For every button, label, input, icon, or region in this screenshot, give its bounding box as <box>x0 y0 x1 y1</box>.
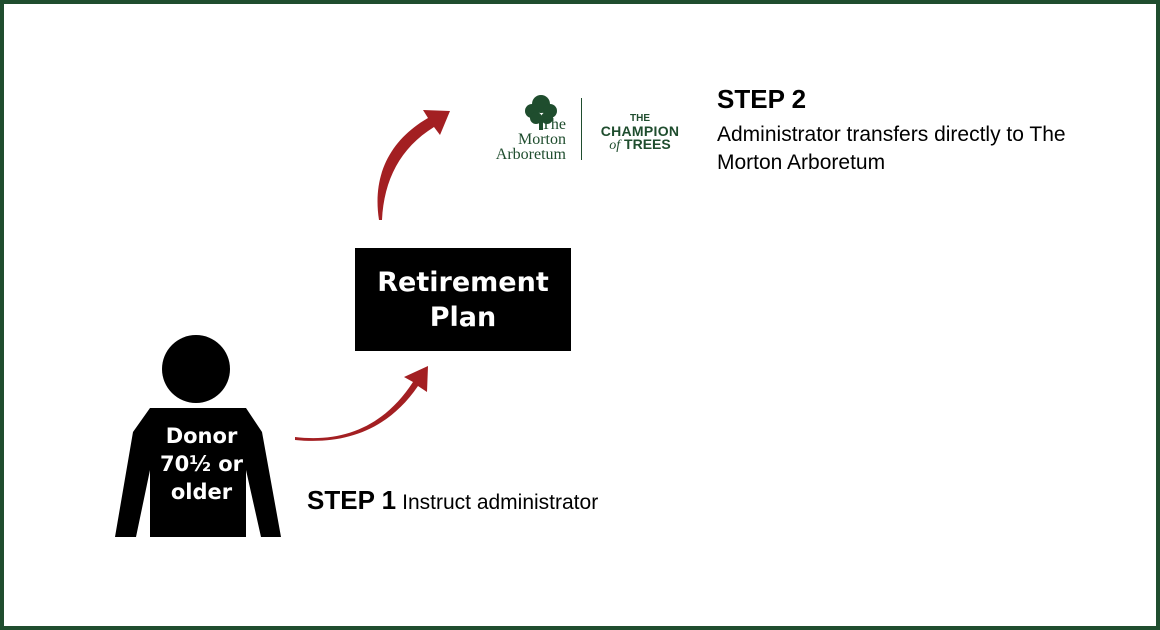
donor-figure <box>115 335 281 537</box>
step2-description: Administrator transfers directly to The … <box>717 123 1066 174</box>
logo-name-line: Morton <box>518 131 566 148</box>
plan-label-line: Retirement <box>377 266 549 298</box>
step1-title: STEP 1 <box>307 485 397 515</box>
step2-title: STEP 2 <box>717 84 807 114</box>
donor-label-line: 70½ or <box>159 452 244 476</box>
logo-name-line: The <box>541 116 566 133</box>
logo-tagline-bottom-wrap: of TREES <box>594 136 686 153</box>
arboretum-logo-name: The Morton Arboretum <box>470 116 566 163</box>
arrow-donor-to-plan <box>295 366 428 441</box>
donor-head <box>162 335 230 403</box>
plan-label-line: Plan <box>429 301 497 333</box>
tree-icon <box>525 95 557 130</box>
donor-label-line: older <box>170 480 233 504</box>
donor-label-line: Donor <box>165 424 238 448</box>
champion-of-trees-logo: THE CHAMPION of TREES <box>594 112 686 153</box>
arrow-plan-to-arboretum <box>377 110 450 220</box>
logo-divider <box>581 98 582 160</box>
diagram-canvas <box>115 95 557 537</box>
donor-label: Donor 70½ or older <box>154 422 249 506</box>
logo-tagline-bottom: TREES <box>624 136 671 152</box>
logo-name-line: Arboretum <box>495 146 566 163</box>
retirement-plan-box: Retirement Plan <box>355 248 571 351</box>
logo-tagline-of: of <box>609 138 621 153</box>
step1-description: Instruct administrator <box>402 491 599 514</box>
retirement-plan-label: Retirement Plan <box>377 265 548 335</box>
logo-tagline-mid: CHAMPION <box>600 123 680 139</box>
logo-tagline-top: THE <box>630 113 650 124</box>
donor-body <box>115 408 281 537</box>
